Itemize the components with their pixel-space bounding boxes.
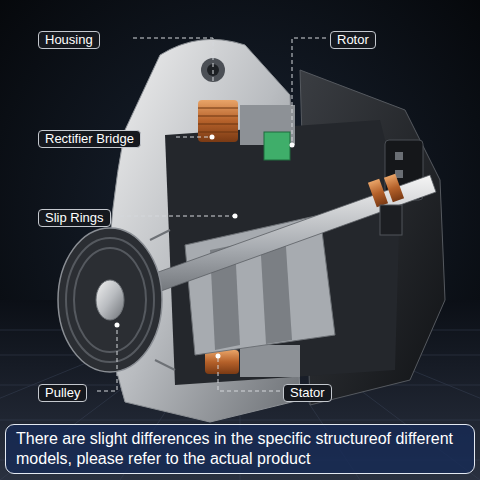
part-label: Housing xyxy=(38,31,100,49)
part-label: Rotor xyxy=(330,31,376,49)
label-holder: Rotor xyxy=(330,30,376,49)
part-label: Stator xyxy=(283,384,332,402)
label-holder: Pulley xyxy=(38,383,87,402)
part-label: Slip Rings xyxy=(38,209,111,227)
label-holder: Housing xyxy=(38,30,100,49)
label-holder: Rectifier Bridge xyxy=(38,129,141,148)
part-label: Pulley xyxy=(38,384,87,402)
label-holder: Stator xyxy=(283,383,332,402)
caption-holder: There are slight differences in the spec… xyxy=(5,424,475,474)
part-label: Rectifier Bridge xyxy=(38,130,141,148)
caption-box: There are slight differences in the spec… xyxy=(5,424,475,474)
label-holder: Slip Rings xyxy=(38,208,111,227)
